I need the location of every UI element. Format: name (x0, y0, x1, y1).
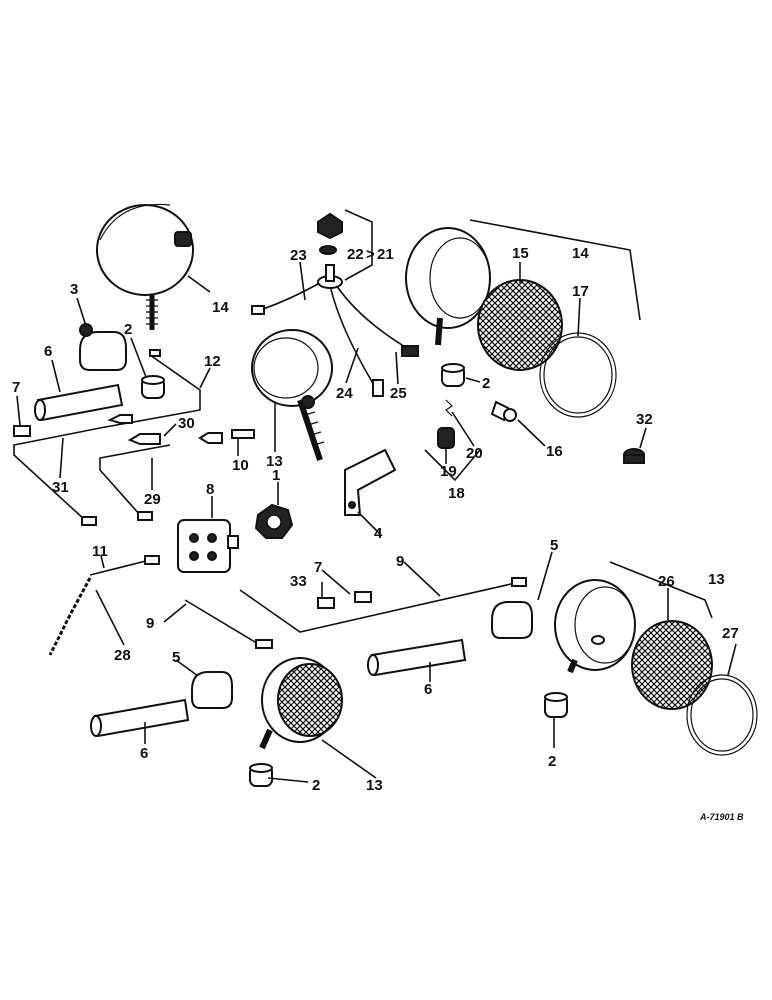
lamp-housing-14-right (405, 227, 491, 346)
callout-22: 22 (347, 246, 364, 263)
callout-21-brace: > (366, 246, 375, 263)
callout-2-d: 2 (312, 777, 320, 794)
callout-1: 1 (272, 467, 280, 484)
callout-27: 27 (722, 625, 739, 642)
callout-33: 33 (290, 573, 307, 590)
callout-13-a: 13 (266, 453, 283, 470)
nut-22 (317, 212, 343, 255)
callout-31: 31 (52, 479, 69, 496)
callout-6-a: 6 (44, 343, 52, 360)
callout-25: 25 (390, 385, 407, 402)
callout-5-a: 5 (550, 537, 558, 554)
wire-29 (99, 444, 171, 521)
callout-17: 17 (572, 283, 589, 300)
spacer-2-a (141, 375, 165, 399)
callout-29: 29 (144, 491, 161, 508)
callout-16: 16 (546, 443, 563, 460)
callout-24: 24 (336, 385, 353, 402)
callout-15: 15 (512, 245, 529, 262)
callout-23: 23 (290, 247, 307, 264)
connector-10 (198, 429, 255, 444)
callout-8: 8 (206, 481, 214, 498)
bracket-5-a (491, 601, 533, 639)
callout-13-b: 13 (366, 777, 383, 794)
callout-28: 28 (114, 647, 131, 664)
callout-32: 32 (636, 411, 653, 428)
tube-6-a (34, 383, 124, 422)
lamp-housing-14-left (96, 203, 194, 330)
callout-3: 3 (70, 281, 78, 298)
clip-7-b (354, 591, 372, 603)
callout-7-a: 7 (12, 379, 20, 396)
lamp-housing-13-right (554, 579, 636, 674)
callout-4: 4 (374, 525, 383, 542)
callout-18: 18 (448, 485, 465, 502)
callout-14-a: 14 (212, 299, 229, 316)
callout-30: 30 (178, 415, 195, 432)
callout-26: 26 (658, 573, 675, 590)
bracket-3 (79, 323, 127, 371)
switch-8 (177, 519, 239, 573)
callout-6-b: 6 (424, 681, 432, 698)
callout-20: 20 (466, 445, 483, 462)
knob-1 (254, 503, 294, 539)
callout-19: 19 (440, 463, 457, 480)
callout-6-c: 6 (140, 745, 148, 762)
drawing-number: A-71901 B (699, 812, 744, 822)
spacer-2-c (544, 692, 568, 718)
socket-19 (437, 427, 455, 449)
bracket-5-b (191, 671, 233, 709)
clip-7-a (13, 425, 31, 437)
callout-9-b: 9 (396, 553, 404, 570)
callout-10: 10 (232, 457, 249, 474)
wire-9 (184, 577, 527, 649)
lens-15 (477, 279, 563, 371)
leader-lines (16, 261, 737, 783)
bulb-16 (490, 400, 517, 422)
wire-11-28 (48, 555, 160, 656)
rim-17 (539, 332, 617, 418)
wire-12 (99, 349, 201, 429)
callout-14-b: 14 (572, 245, 589, 262)
callout-2-a: 2 (124, 321, 132, 338)
rim-27 (686, 674, 758, 756)
callout-11: 11 (92, 543, 108, 560)
grommet-32 (623, 448, 645, 464)
spacer-2-b (441, 363, 465, 387)
callout-2-b: 2 (482, 375, 490, 392)
tube-6-b (367, 638, 467, 677)
wiring-harness (251, 264, 419, 397)
callout-12: 12 (204, 353, 221, 370)
lamp-13-bottom (259, 657, 343, 750)
wire-31 (13, 427, 101, 526)
lens-26 (631, 620, 713, 710)
callout-21: 21 (377, 246, 394, 263)
tube-6-c (90, 698, 190, 738)
lamp-housing-13-center (251, 329, 333, 461)
callout-13-c: 13 (708, 571, 725, 588)
callout-2-c: 2 (548, 753, 556, 770)
spring-20 (445, 399, 453, 417)
terminal-33 (317, 597, 335, 609)
callout-9-a: 9 (146, 615, 154, 632)
spacer-2-d (249, 763, 273, 787)
callout-7-b: 7 (314, 559, 322, 576)
terminal-30 (107, 414, 161, 445)
callouts: 3 2 6 7 12 14 31 29 30 10 13 1 8 23 22 >… (12, 245, 739, 794)
bracket-4 (344, 448, 397, 516)
callout-5-b: 5 (172, 649, 180, 666)
